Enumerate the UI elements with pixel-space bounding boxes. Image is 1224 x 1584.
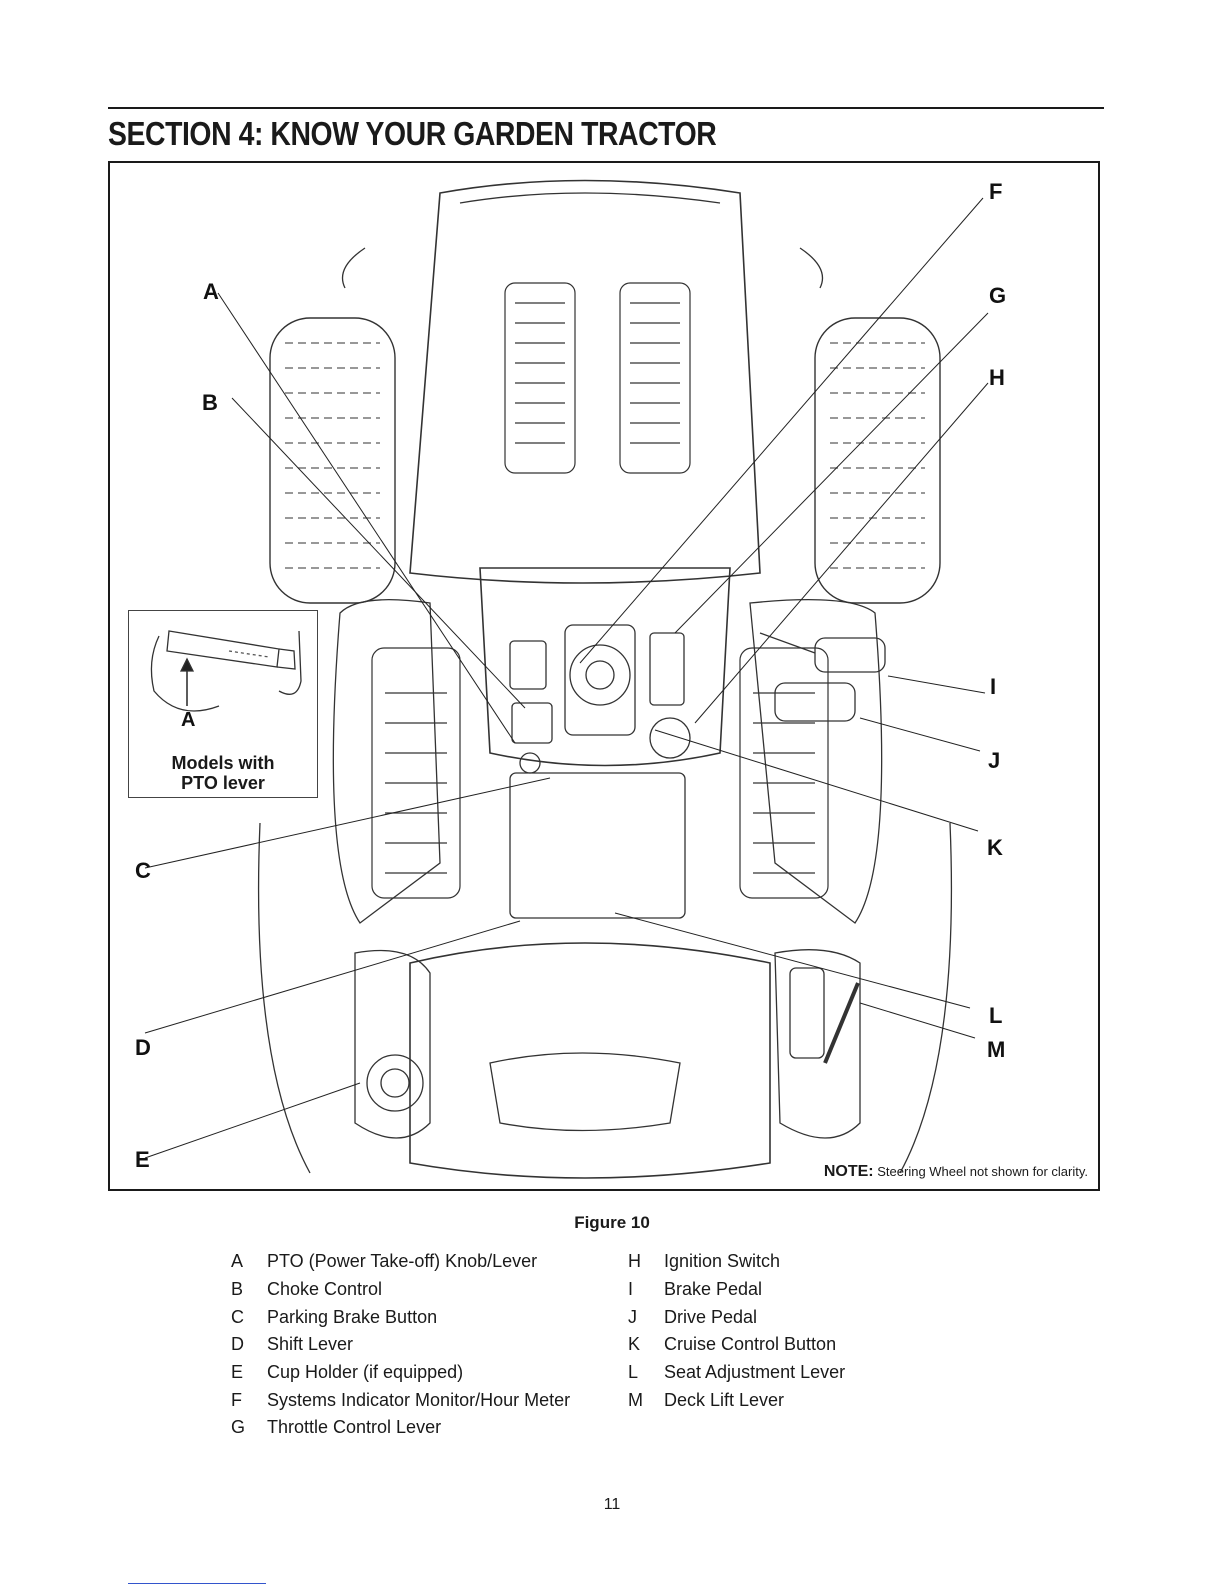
callout-b: B [202,390,218,415]
callout-e: E [135,1147,150,1172]
legend-right-column: H Ignition Switch I Brake Pedal J Drive Ped… [628,1248,845,1414]
note-text: Steering Wheel not shown for clarity. [877,1164,1088,1179]
inset-caption: Models with PTO lever [129,753,317,793]
inset-callout-a: A [181,709,196,731]
legend-key: B [231,1279,244,1300]
callout-c: C [135,858,151,883]
legend-item: B Choke Control [231,1276,570,1304]
legend-key: D [231,1334,244,1355]
legend-label: Choke Control [267,1279,383,1300]
inset-caption-line2: PTO lever [181,773,265,793]
callout-l: L [989,1003,1003,1028]
callout-f: F [989,179,1003,204]
callout-j: J [988,748,1001,773]
legend-item: C Parking Brake Button [231,1303,570,1331]
page-number: 11 [603,1496,621,1513]
callout-k: K [987,835,1003,860]
legend-item: D Shift Lever [231,1331,570,1359]
legend-item: K Cruise Control Button [628,1331,845,1359]
legend-key: I [628,1279,634,1300]
tractor-figure: A B C D E F G H I J K L M A Models with … [108,161,1100,1191]
callout-d: D [135,1035,151,1060]
legend-label: Cruise Control Button [664,1334,837,1355]
figure-note: NOTE: Steering Wheel not shown for clari… [824,1163,1088,1181]
legend-label: Cup Holder (if equipped) [267,1362,464,1383]
legend-item: H Ignition Switch [628,1248,845,1276]
figure-caption: Figure 10 [574,1213,650,1232]
legend-key: L [628,1362,639,1383]
legend-item: G Throttle Control Lever [231,1414,570,1442]
legend-key: C [231,1306,244,1327]
legend-label: Deck Lift Lever [664,1389,785,1410]
inset-caption-line1: Models with [171,753,275,773]
legend-item: F Systems Indicator Monitor/Hour Meter [231,1386,570,1414]
legend-item: L Seat Adjustment Lever [628,1359,845,1387]
legend-item: A PTO (Power Take-off) Knob/Lever [231,1248,570,1276]
callout-m: M [987,1037,1006,1062]
header-rule [108,107,1104,109]
legend-item: I Brake Pedal [628,1276,845,1304]
legend-key: F [231,1389,242,1410]
section-title: SECTION 4: KNOW YOUR GARDEN TRACTOR [108,115,717,152]
pto-lever-drawing [150,630,302,712]
legend-item: E Cup Holder (if equipped) [231,1359,570,1387]
legend-label: Drive Pedal [664,1306,758,1327]
legend-key: G [231,1417,246,1438]
note-label: NOTE: [823,1163,874,1180]
callout-a: A [203,279,219,304]
pto-lever-inset: A Models with PTO lever [128,610,318,798]
legend-item: M Deck Lift Lever [628,1386,845,1414]
tractor-drawing [144,179,989,1179]
legend-key: J [628,1306,637,1327]
callout-h: H [989,365,1005,390]
legend-label: Throttle Control Lever [267,1417,442,1438]
legend-label: Ignition Switch [664,1251,781,1272]
legend-label: Shift Lever [267,1334,354,1355]
legend-label: Parking Brake Button [267,1306,438,1327]
legend-key: M [628,1389,643,1410]
callout-i: I [990,674,997,699]
legend-key: A [231,1251,244,1272]
legend-label: Systems Indicator Monitor/Hour Meter [267,1389,571,1410]
legend-label: Seat Adjustment Lever [664,1362,846,1383]
legend-key: E [231,1362,244,1383]
legend-left-column: A PTO (Power Take-off) Knob/Lever B Choke … [231,1248,570,1442]
legend-item: J Drive Pedal [628,1303,845,1331]
callout-g: G [989,283,1007,308]
legend-label: PTO (Power Take-off) Knob/Lever [267,1251,538,1272]
legend-key: K [628,1334,641,1355]
legend-key: H [628,1251,641,1272]
legend-label: Brake Pedal [664,1279,763,1300]
